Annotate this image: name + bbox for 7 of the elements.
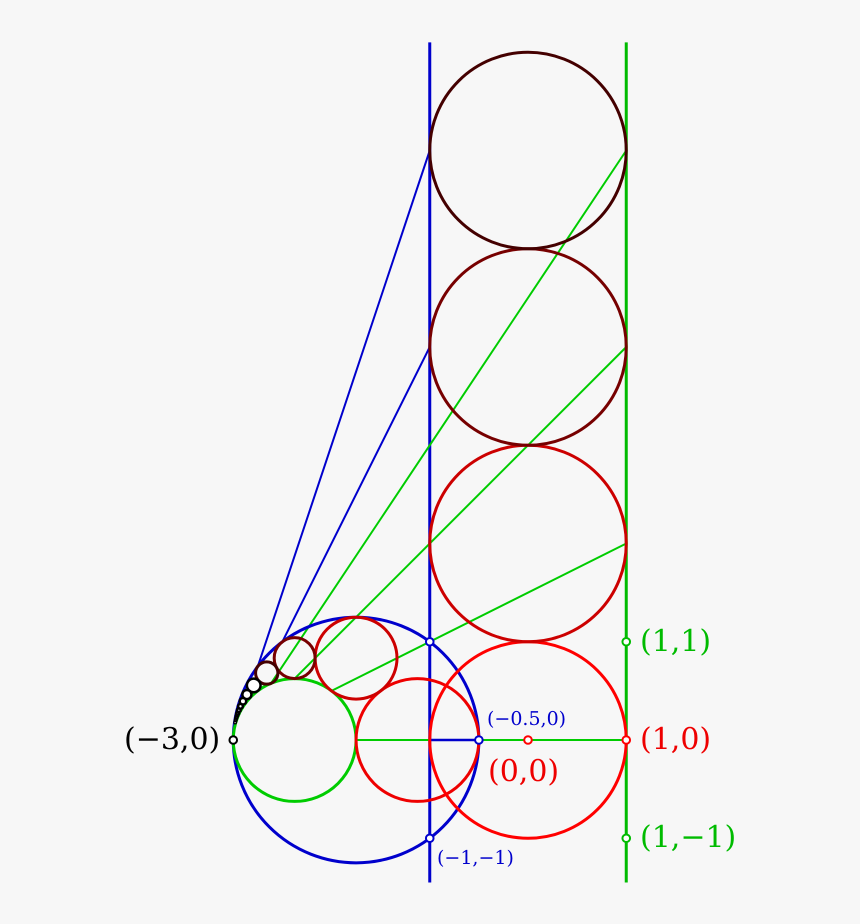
coordinate-label: (1,0) [640, 725, 712, 755]
coordinate-label: (0,0) [488, 757, 560, 787]
coordinate-label: (1,1) [640, 627, 712, 657]
coordinate-label: (−1,−1) [437, 848, 514, 868]
coordinate-label: (−3,0) [124, 725, 220, 755]
coordinate-label: (1,−1) [640, 823, 736, 853]
coordinate-label: (−0.5,0) [487, 710, 566, 728]
